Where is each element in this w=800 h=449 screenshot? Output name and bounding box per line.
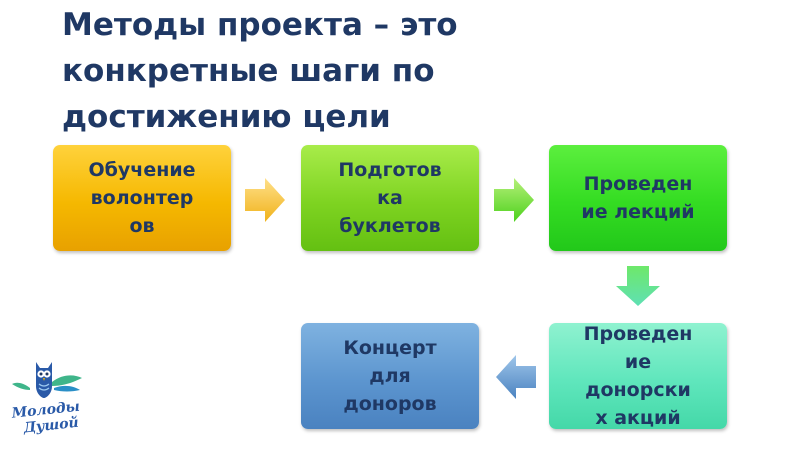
step-label-line: буклетов — [339, 215, 441, 237]
step-label-line: Обучение — [88, 159, 196, 181]
step-label-line: доноров — [343, 393, 437, 415]
arrow-right-icon — [245, 178, 285, 222]
svg-text:Молоды: Молоды — [10, 399, 81, 422]
title-line-3: достижению цели — [62, 99, 391, 135]
step-label-line: донорски — [585, 379, 691, 401]
step-box-donor-concert: Концерт для доноров — [301, 323, 479, 429]
step-label-line: волонтер — [90, 187, 194, 209]
step-label-line: ка — [377, 187, 403, 209]
step-label: Проведен ие лекций — [581, 170, 694, 226]
step-label-line: Концерт — [343, 337, 437, 359]
step-box-donor-actions: Проведен ие донорски х акций — [549, 323, 727, 429]
arrow-down-icon — [616, 266, 660, 306]
step-label-line: Проведен — [583, 173, 693, 195]
step-label-line: Подготов — [338, 159, 442, 181]
title-line-2: конкретные шаги по — [62, 53, 435, 89]
title-line-1: Методы проекта – это — [62, 7, 458, 43]
step-label: Подготов ка буклетов — [338, 156, 441, 240]
arrow-left-icon — [496, 355, 536, 399]
arrow-right-icon — [494, 178, 534, 222]
step-label-line: ов — [129, 215, 155, 237]
step-label-line: Проведен — [583, 323, 693, 345]
step-label: Концерт для доноров — [343, 334, 436, 418]
step-label-line: ие лекций — [581, 201, 695, 223]
slide-title: Методы проекта – это конкретные шаги по … — [62, 2, 622, 140]
owl-icon: Молоды Душой — [10, 362, 82, 436]
step-box-booklet-preparation: Подготов ка буклетов — [301, 145, 479, 251]
step-label-line: ие — [624, 351, 652, 373]
step-label-line: х акций — [595, 407, 681, 429]
step-label-line: для — [369, 365, 411, 387]
svg-text:Душой: Душой — [22, 414, 80, 436]
step-box-volunteer-training: Обучение волонтер ов — [53, 145, 231, 251]
step-label: Проведен ие донорски х акций — [584, 320, 693, 432]
step-box-lectures: Проведен ие лекций — [549, 145, 727, 251]
step-label: Обучение волонтер ов — [88, 156, 195, 240]
